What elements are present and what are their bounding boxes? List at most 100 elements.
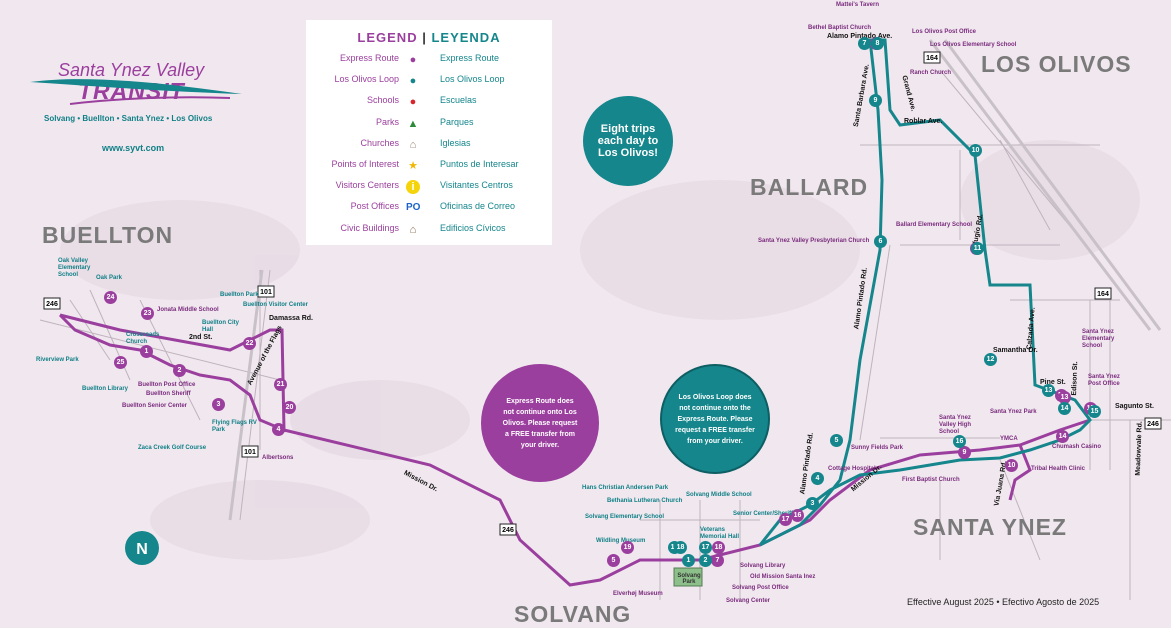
loop-stop-5[interactable]: 5 <box>830 434 843 447</box>
express-stop-22[interactable]: 22 <box>243 337 256 350</box>
street-sagunto-st: Sagunto St. <box>1115 403 1154 410</box>
express-stop-13[interactable]: 13 <box>1058 391 1071 404</box>
loop-stop-12[interactable]: 12 <box>984 353 997 366</box>
region-solvang: SOLVANG <box>514 601 632 627</box>
tree-icon: ▲ <box>407 117 419 130</box>
place-oak-park: Oak Park <box>96 275 123 281</box>
place-cottage: Cottage Hospital <box>828 466 876 472</box>
street-pine-st: Pine St. <box>1040 379 1066 386</box>
star-icon: ★ <box>408 160 418 172</box>
express-stop-2[interactable]: 2 <box>173 364 186 377</box>
loop-stop-7[interactable]: 7 <box>858 37 871 50</box>
place-veterans: Veterans Memorial Hall <box>700 527 740 540</box>
express-stop-21[interactable]: 21 <box>274 378 287 391</box>
place-bethania: Bethania Lutheran Church <box>607 498 683 504</box>
place-solvang-middle: Solvang Middle School <box>686 492 752 498</box>
loop-stop-3[interactable]: 3 <box>806 497 819 510</box>
express-stop-9[interactable]: 9 <box>958 446 971 459</box>
legend-row: Express Route●Express Route <box>306 53 552 74</box>
loop-stop-9[interactable]: 9 <box>869 94 882 107</box>
loop-stop-2[interactable]: 2 <box>699 554 712 567</box>
express-stop-18[interactable]: 18 <box>712 541 725 554</box>
loop-stop-17[interactable]: 17 <box>699 541 712 554</box>
place-ranch-church: Ranch Church <box>910 70 952 76</box>
highway-shields: 101 101 246 246 246 164 164 <box>43 51 1162 536</box>
legend-row: Churches⌂Iglesias <box>306 138 552 159</box>
place-hans: Hans Christian Andersen Park <box>582 485 669 491</box>
legend-label-en: Points of Interest <box>331 159 399 169</box>
express-stop-7[interactable]: 7 <box>711 554 724 567</box>
express-stop-17[interactable]: 17 <box>779 513 792 526</box>
place-buellton-sheriff: Buellton Sheriff <box>146 391 191 397</box>
loop-stop-16[interactable]: 16 <box>953 435 966 448</box>
highway-101-label: 101 <box>260 289 272 296</box>
loop-stop-13[interactable]: 13 <box>1042 384 1055 397</box>
express-stop-5[interactable]: 5 <box>607 554 620 567</box>
legend-label-en: Parks <box>375 116 399 127</box>
legend-row: Los Olivos Loop●Los Olivos Loop <box>306 74 552 95</box>
street-alamo-pintado-ave: Alamo Pintado Ave. <box>827 33 893 40</box>
place-sunny-fields: Sunny Fields Park <box>851 445 904 451</box>
legend-label-es: Oficinas de Correo <box>440 201 516 212</box>
express-stop-4[interactable]: 4 <box>272 423 285 436</box>
legend-label-en: Churches <box>360 137 399 148</box>
legend-label-en: Schools <box>366 95 399 106</box>
place-buellton-library: Buellton Library <box>82 386 129 392</box>
place-solvang-elem: Solvang Elementary School <box>585 514 665 520</box>
effective-date: Effective August 2025 • Efectivo Agosto … <box>907 597 1100 607</box>
legend-label-es: Visitantes Centros <box>440 180 513 191</box>
express-stop-19[interactable]: 19 <box>621 541 634 554</box>
purple-dot-icon: ● <box>409 54 417 66</box>
street-edison-st: Edison St. <box>1071 361 1080 396</box>
express-stop-10[interactable]: 10 <box>1005 459 1018 472</box>
loop-stop-4[interactable]: 4 <box>811 472 824 485</box>
highways <box>228 39 1162 521</box>
loop-stop-10[interactable]: 10 <box>969 144 982 157</box>
place-mattei: Mattei's Tavern <box>836 2 879 8</box>
loop-stop-11[interactable]: 11 <box>971 242 984 255</box>
place-solvang-post: Solvang Post Office <box>732 585 789 591</box>
place-tribal: Tribal Health Clinic <box>1031 466 1086 472</box>
solvang-park-area <box>673 567 703 587</box>
legend-label-es: Parques <box>440 116 474 127</box>
civic-building-icon: ⌂ <box>409 223 417 236</box>
place-ballard-elem: Ballard Elementary School <box>896 222 973 228</box>
place-zaca: Zaca Creek Golf Course <box>138 445 207 451</box>
express-stop-25[interactable]: 25 <box>114 356 127 369</box>
place-syv-presby: Santa Ynez Valley Presbyterian Church <box>758 238 870 244</box>
apple-icon: ● <box>409 96 417 109</box>
place-solvang-park: Solvang Park <box>677 573 701 585</box>
teal-dot-icon: ● <box>409 75 417 88</box>
website-link[interactable]: www.syvt.com <box>102 143 165 153</box>
north-arrow-icon: N <box>125 531 159 565</box>
express-stop-20[interactable]: 20 <box>283 401 296 414</box>
express-stop-16[interactable]: 16 <box>791 509 804 522</box>
legend-label-es: Edificios Cívicos <box>440 222 506 233</box>
place-solvang-center: Solvang Center <box>726 598 771 604</box>
loop-route-line <box>758 38 1092 547</box>
legend-label-en: Los Olivos Loop <box>334 74 399 85</box>
express-stop-14[interactable]: 14 <box>1056 430 1069 443</box>
express-stop-3[interactable]: 3 <box>212 398 225 411</box>
legend-title-separator: | <box>422 30 427 45</box>
loop-stop-15[interactable]: 15 <box>1088 405 1101 418</box>
express-stop-1[interactable]: 1 <box>140 345 153 358</box>
legend-row: Schools●Escuelas <box>306 95 552 116</box>
express-stop-23[interactable]: 23 <box>141 307 154 320</box>
place-sy-post: Santa Ynez Post Office <box>1088 374 1120 387</box>
loop-stop-18[interactable]: 18 <box>674 541 687 554</box>
place-flying-flags: Flying Flags RV Park <box>212 420 257 433</box>
logo-towns: Solvang • Buellton • Santa Ynez • Los Ol… <box>44 114 213 123</box>
loop-stop-1[interactable]: 1 <box>682 554 695 567</box>
express-stop-24[interactable]: 24 <box>104 291 117 304</box>
legend-row: Parks ▲ Parques <box>306 117 552 138</box>
street-samantha-dr: Samantha Dr. <box>993 347 1038 354</box>
legend-label-en: Visitors Centers <box>335 180 399 191</box>
loop-stop-6[interactable]: 6 <box>874 235 887 248</box>
logo-title: Santa Ynez Valley <box>58 60 205 80</box>
loop-stop-14[interactable]: 14 <box>1058 402 1071 415</box>
loop-stop-8[interactable]: 8 <box>871 37 884 50</box>
church-icon: ⌂ <box>409 138 417 151</box>
